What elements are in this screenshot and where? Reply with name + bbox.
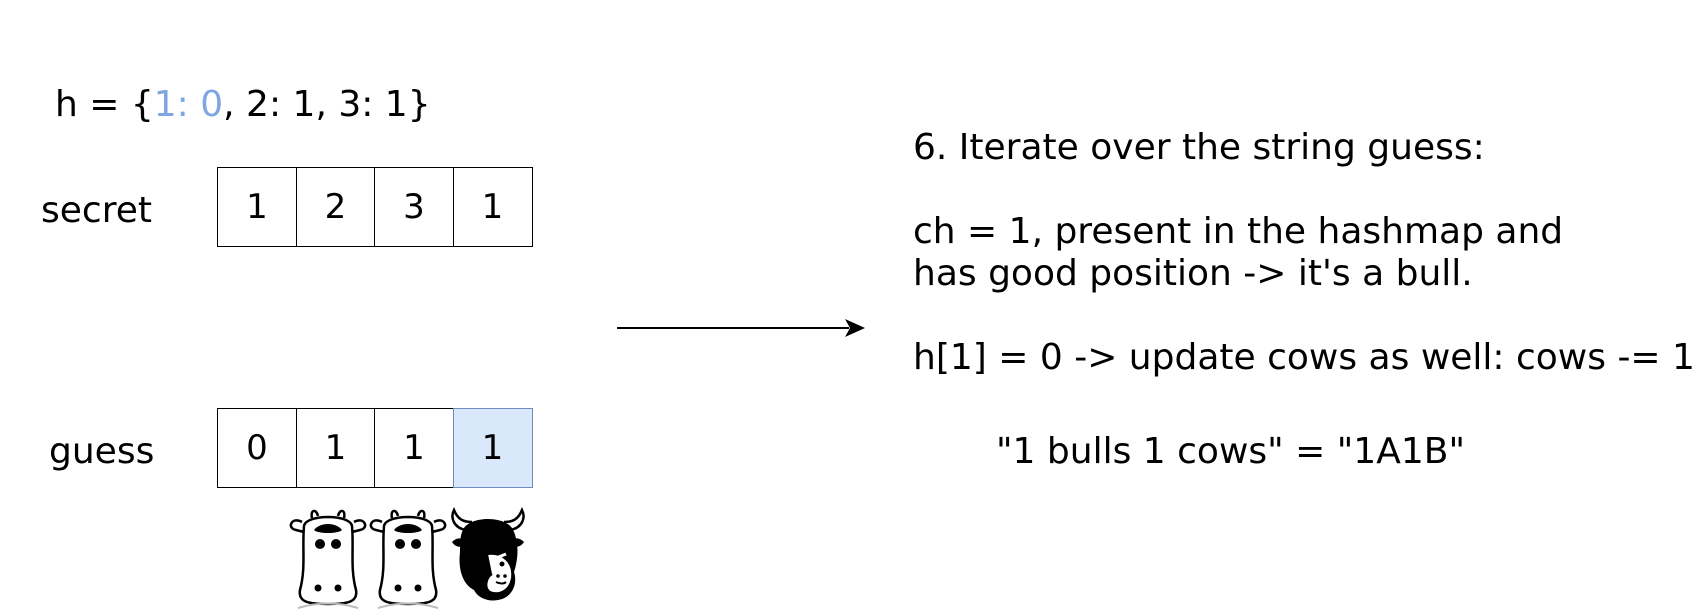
explanation-line-1: ch = 1, present in the hashmap and bbox=[913, 211, 1564, 252]
bull-icon bbox=[451, 506, 525, 601]
guess-label: guess bbox=[49, 431, 155, 472]
guess-cell-highlighted: 1 bbox=[452, 408, 533, 488]
explanation-line-3: h[1] = 0 -> update cows as well: cows -=… bbox=[913, 337, 1695, 378]
hashmap-rest: , 2: 1, 3: 1} bbox=[223, 84, 431, 125]
result-text: "1 bulls 1 cows" = "1A1B" bbox=[996, 431, 1466, 472]
hashmap-prefix: h = { bbox=[55, 84, 154, 125]
guess-cell: 1 bbox=[295, 408, 376, 488]
arrow-right-icon bbox=[617, 319, 865, 337]
guess-cell: 1 bbox=[374, 408, 454, 488]
secret-cell: 1 bbox=[452, 167, 533, 247]
explanation-line-2: has good position -> it's a bull. bbox=[913, 253, 1473, 294]
secret-label: secret bbox=[41, 190, 152, 231]
cow-icon bbox=[289, 509, 367, 609]
animal-icons bbox=[288, 506, 528, 610]
step-heading: 6. Iterate over the string guess: bbox=[913, 127, 1485, 168]
guess-array: 0 1 1 1 bbox=[217, 408, 533, 488]
secret-array: 1 2 3 1 bbox=[217, 167, 533, 247]
hashmap-text: h = {1: 0, 2: 1, 3: 1} bbox=[55, 85, 431, 125]
cow-icon bbox=[369, 509, 447, 609]
guess-cell: 0 bbox=[217, 408, 297, 488]
secret-cell: 2 bbox=[295, 167, 376, 247]
secret-cell: 1 bbox=[217, 167, 297, 247]
secret-cell: 3 bbox=[374, 167, 454, 247]
hashmap-highlighted-entry: 1: 0 bbox=[153, 84, 224, 125]
